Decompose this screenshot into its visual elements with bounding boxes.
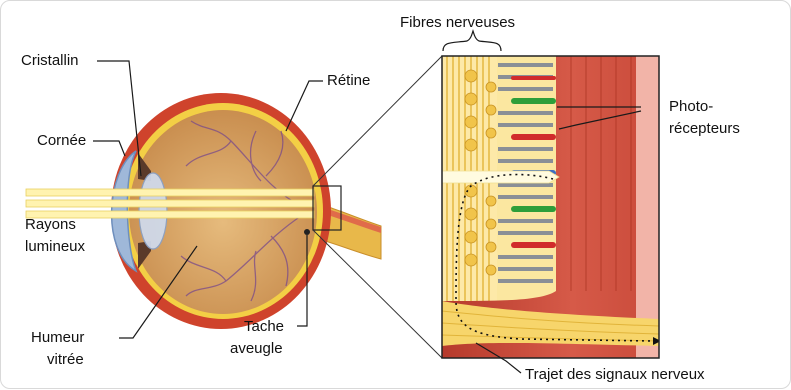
label-photo-line2: récepteurs bbox=[669, 120, 740, 137]
label-humeur-line2: vitrée bbox=[47, 351, 84, 368]
label-rayons-line1: Rayons bbox=[25, 216, 76, 233]
blind-spot-dot bbox=[304, 229, 310, 235]
label-cristallin: Cristallin bbox=[21, 52, 79, 69]
label-humeur-line1: Humeur bbox=[31, 329, 84, 346]
label-retine: Rétine bbox=[327, 72, 370, 89]
label-fibres-nerveuses: Fibres nerveuses bbox=[400, 14, 515, 31]
label-trajet: Trajet des signaux nerveux bbox=[525, 366, 705, 383]
light-rays bbox=[26, 189, 314, 218]
retina-inset bbox=[442, 31, 661, 358]
inset-light-ray bbox=[442, 171, 559, 183]
label-rayons-line2: lumineux bbox=[25, 238, 86, 255]
eyeball bbox=[26, 56, 442, 358]
label-tache-line1: Tache bbox=[244, 318, 284, 335]
sclera-inset bbox=[636, 56, 659, 358]
fibres-bracket bbox=[443, 31, 501, 51]
label-photo-line1: Photo- bbox=[669, 98, 713, 115]
label-cornee: Cornée bbox=[37, 132, 86, 149]
label-tache-line2: aveugle bbox=[230, 340, 283, 357]
